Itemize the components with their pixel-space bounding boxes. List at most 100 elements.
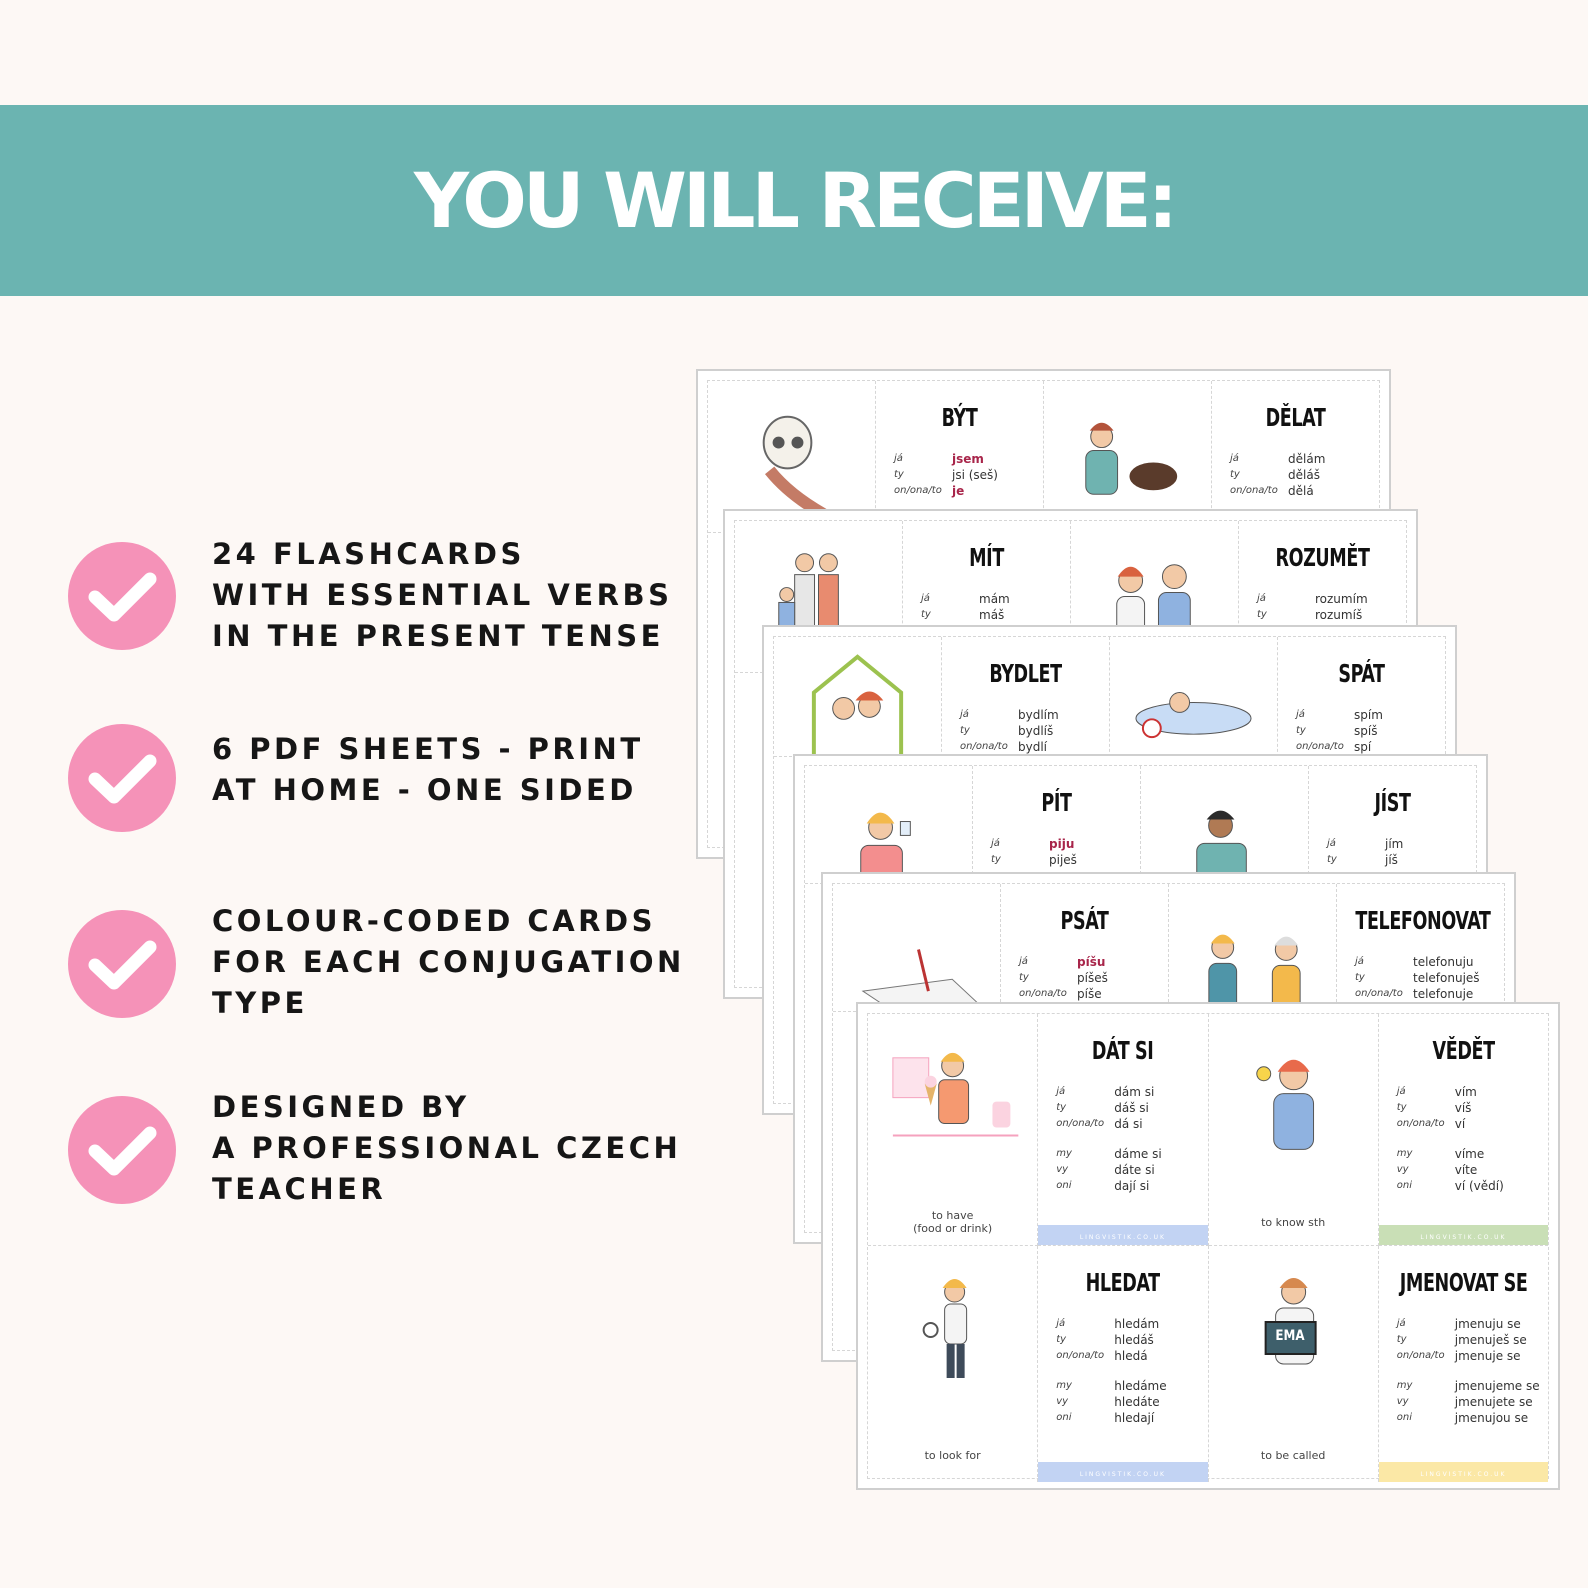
verb-form: máš	[979, 608, 1005, 622]
illustration-cell	[833, 884, 1001, 1012]
pronoun: on/ona/to	[1396, 1118, 1445, 1129]
phone-call-illustration-icon	[1208, 934, 1301, 1011]
verb-form: dá si	[1114, 1117, 1143, 1131]
verb-form: hledá	[1114, 1349, 1148, 1363]
illustration-cell: to have (food or drink)	[868, 1014, 1039, 1246]
verb-form: telefonuješ	[1413, 971, 1480, 985]
verb-form: jím	[1385, 837, 1404, 851]
pronoun: on/ona/to	[960, 741, 1008, 752]
pronoun: oni	[1056, 1412, 1072, 1423]
verb-form: hledají	[1114, 1411, 1155, 1425]
verb-form: piješ	[1049, 853, 1077, 867]
pronoun: ty	[921, 609, 931, 620]
conjugation-color-stripe: LINGVISTIK.CO.UK	[1378, 1225, 1548, 1245]
verb-form: jíš	[1385, 853, 1398, 867]
family-illustration-icon	[778, 553, 839, 637]
verb-form: telefonuje	[1413, 987, 1474, 1001]
verb-form: je	[952, 484, 965, 498]
pronoun: ty	[991, 854, 1001, 865]
verb-form: jmenuješ se	[1454, 1333, 1527, 1347]
idea-person-illustration-icon	[1255, 1059, 1314, 1150]
pronoun: já	[1396, 1318, 1406, 1329]
conjugation-color-stripe: LINGVISTIK.CO.UK	[1378, 1462, 1548, 1482]
pronoun: my	[1056, 1380, 1072, 1391]
verb-meaning: to know sth	[1261, 1216, 1326, 1229]
pronoun: oni	[1056, 1180, 1072, 1191]
eating-person-illustration-icon	[1196, 810, 1247, 883]
feature-line: TYPE	[212, 986, 308, 1020]
pronoun: ty	[960, 725, 970, 736]
conjugation-color-stripe: LINGVISTIK.CO.UK	[1038, 1462, 1208, 1482]
verb-form: píše	[1077, 987, 1102, 1001]
verb-form: hledám	[1114, 1317, 1160, 1331]
checkmark-icon	[68, 910, 176, 1018]
verb-title: DÁT SI	[1092, 1036, 1154, 1065]
verb-title: JÍST	[1374, 788, 1411, 817]
verb-title: DĚLAT	[1265, 403, 1326, 432]
verb-meaning: to have (food or drink)	[913, 1209, 993, 1235]
verb-form: víš	[1454, 1101, 1472, 1115]
verb-title: SPÁT	[1338, 659, 1385, 688]
verb-form: bydlím	[1018, 708, 1059, 722]
verb-form: jmenujou se	[1454, 1411, 1529, 1425]
verb-form: spíš	[1354, 724, 1378, 738]
pronoun: já	[1056, 1086, 1066, 1097]
pronoun: on/ona/to	[1056, 1350, 1105, 1361]
pronoun: vy	[1396, 1396, 1409, 1407]
checkmark-icon	[68, 542, 176, 650]
verb-title: BYDLET	[989, 659, 1062, 688]
pronoun: ty	[1327, 854, 1337, 865]
pronoun: ty	[1230, 469, 1240, 480]
feature-line: TEACHER	[212, 1172, 387, 1206]
verb-form: piju	[1049, 837, 1075, 851]
verb-form: vím	[1454, 1085, 1477, 1099]
illustration-cell	[1044, 381, 1212, 533]
verb-title: BÝT	[941, 403, 978, 432]
pronoun: on/ona/to	[1296, 741, 1344, 752]
pronoun: já	[1327, 838, 1336, 849]
verb-form: bydlíš	[1018, 724, 1054, 738]
verb-form: píšu	[1077, 955, 1106, 969]
conjugation-table: já jím ty jíš	[1327, 836, 1470, 868]
verb-form: hledáš	[1114, 1333, 1154, 1347]
banner: YOU WILL RECEIVE:	[0, 105, 1588, 296]
pronoun: on/ona/to	[1019, 988, 1067, 999]
feature-line: FOR EACH CONJUGATION	[212, 945, 685, 979]
verb-form: píšeš	[1077, 971, 1108, 985]
pronoun: my	[1056, 1148, 1072, 1159]
feature-line: DESIGNED BY	[212, 1090, 470, 1124]
person-cooking-illustration-icon	[1085, 422, 1178, 495]
pronoun: vy	[1396, 1164, 1409, 1175]
drinking-person-illustration-icon	[860, 812, 911, 883]
pronoun: ty	[1296, 725, 1306, 736]
feature-line: COLOUR-CODED CARDS	[212, 904, 656, 938]
verb-form: hledáte	[1114, 1395, 1160, 1409]
pronoun: já	[991, 838, 1000, 849]
pronoun: ty	[1355, 972, 1365, 983]
verb-form: spí	[1354, 740, 1372, 754]
verb-form: dáte si	[1114, 1163, 1155, 1177]
conjugation-table: já piju ty piješ	[991, 836, 1134, 868]
verb-meaning: to look for	[924, 1449, 981, 1462]
verb-form: jmenujeme se	[1454, 1379, 1540, 1393]
verb-form: rozumím	[1315, 592, 1368, 606]
feature-line: IN THE PRESENT TENSE	[212, 619, 664, 653]
verb-title: TELEFONOVAT	[1355, 906, 1491, 935]
verb-title: PSÁT	[1060, 906, 1109, 935]
site-label: LINGVISTIK.CO.UK	[1420, 1471, 1507, 1478]
